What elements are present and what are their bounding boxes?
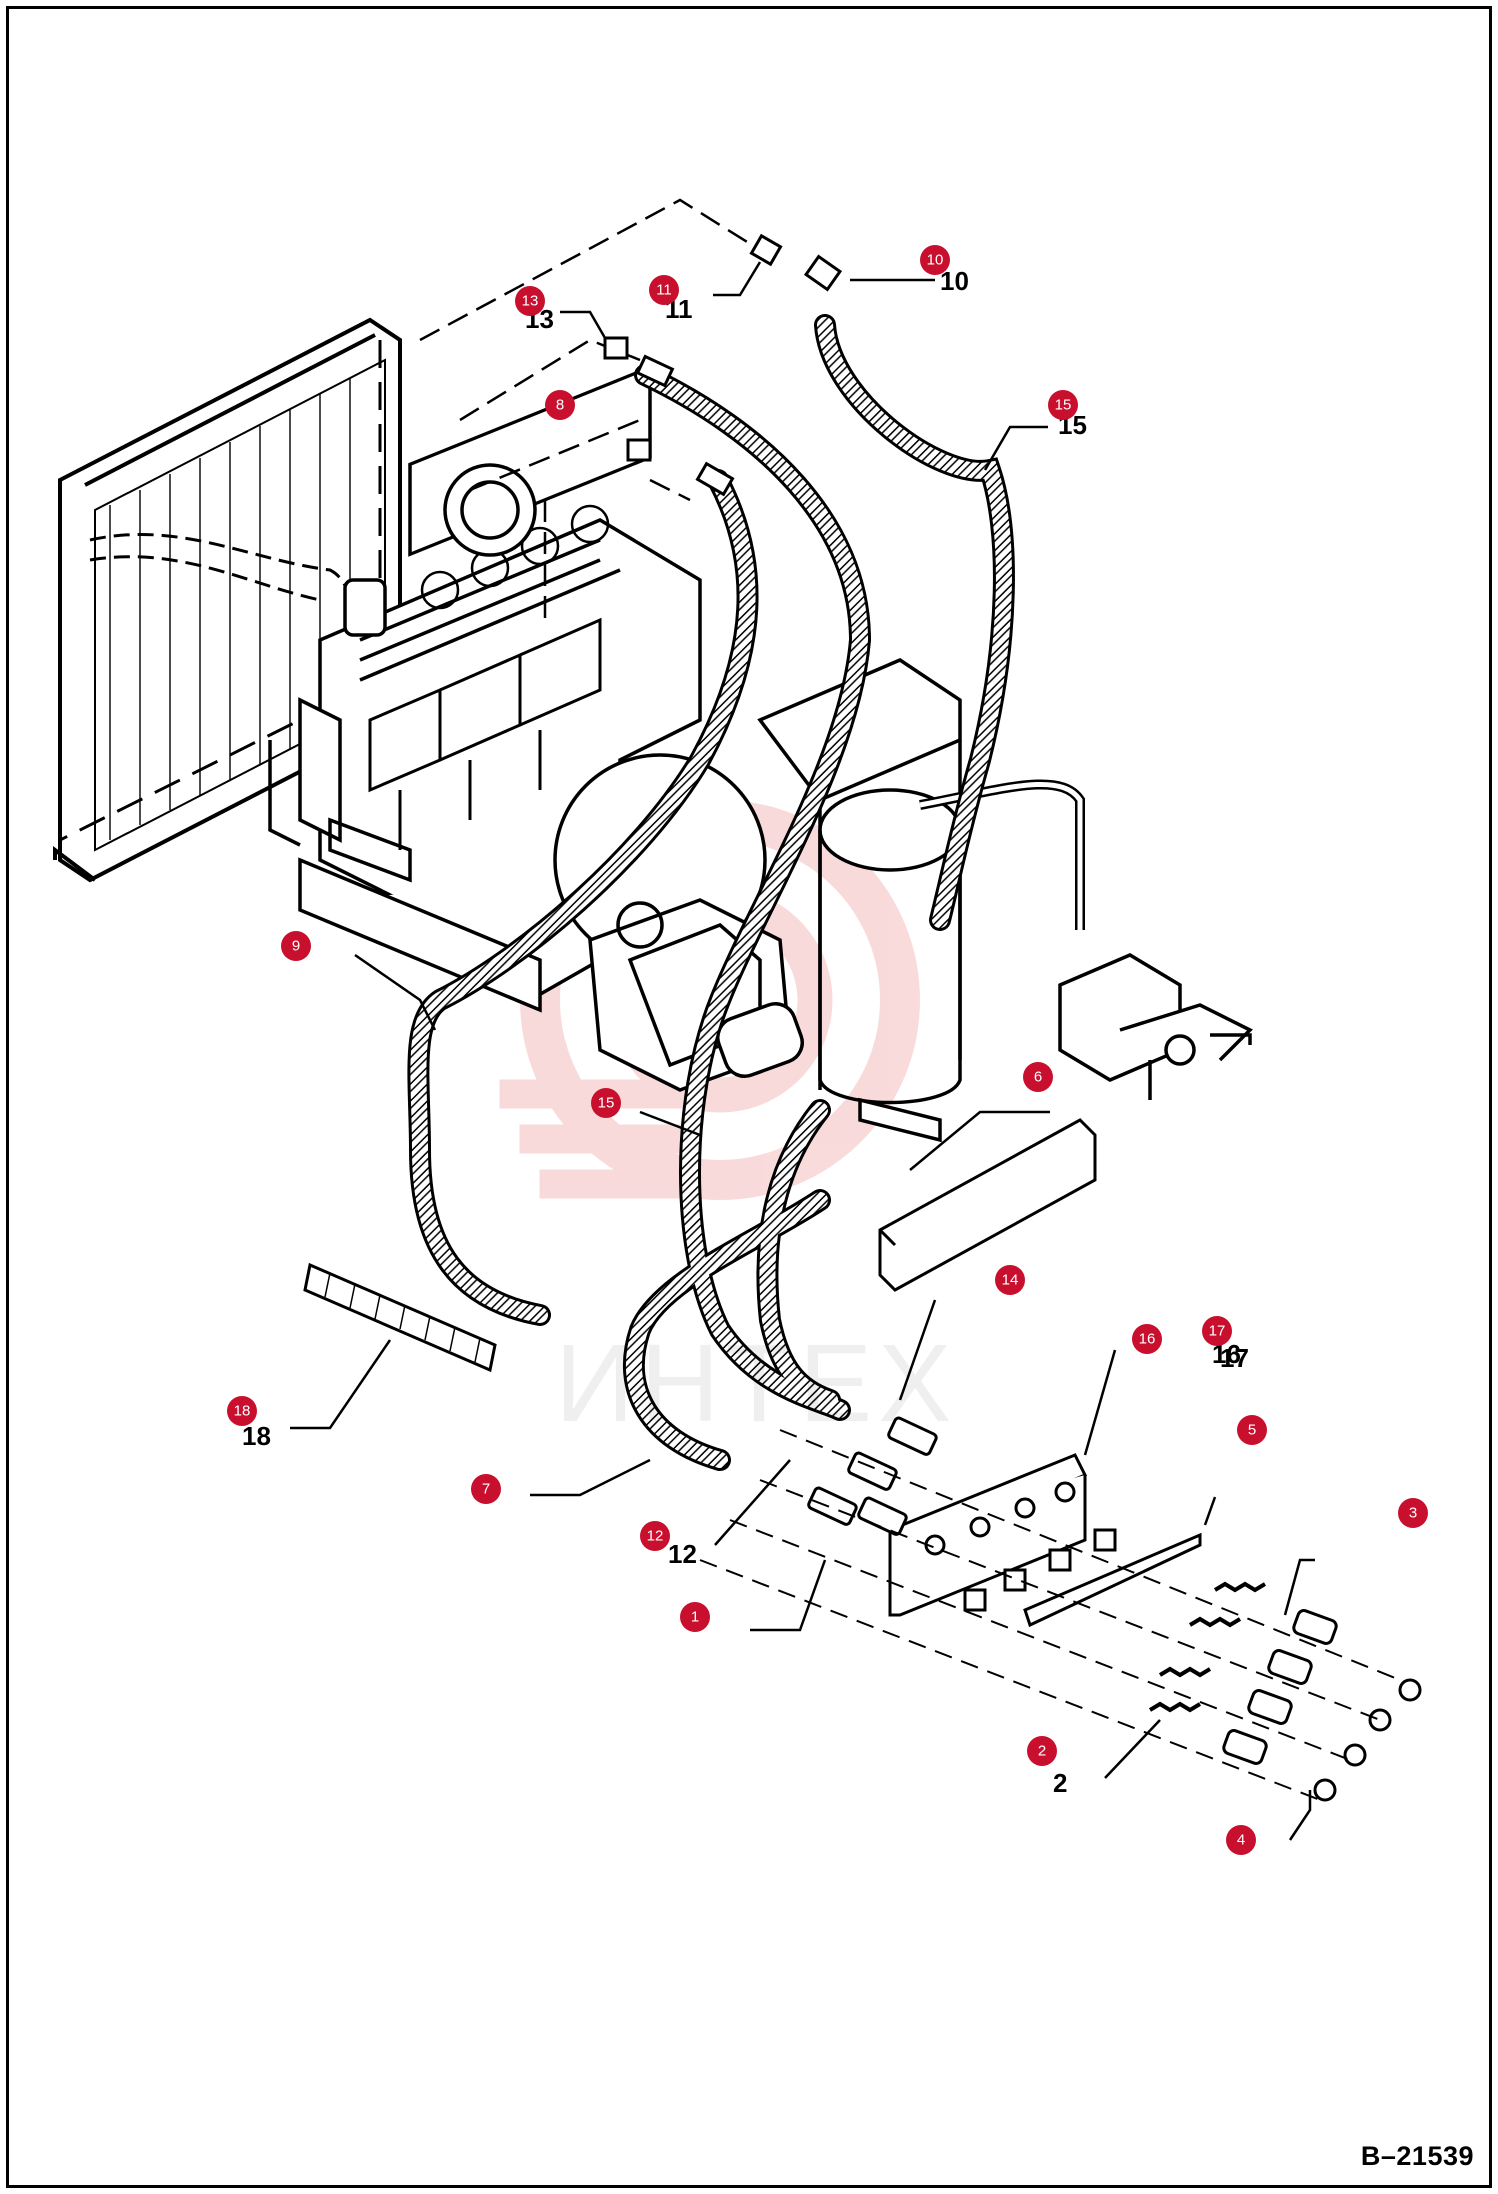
callout-5[interactable]: 5 bbox=[1237, 1415, 1267, 1445]
callout-10[interactable]: 10 bbox=[920, 245, 950, 275]
callout-3[interactable]: 3 bbox=[1398, 1498, 1428, 1528]
watermark-text: ИНТЕХ bbox=[555, 1322, 958, 1445]
couplers-3 bbox=[1222, 1609, 1338, 1765]
callout-9[interactable]: 9 bbox=[281, 931, 311, 961]
callout-9-label: 9 bbox=[292, 938, 300, 955]
callout-1-label: 1 bbox=[691, 1609, 699, 1626]
leader-dashes bbox=[419, 198, 761, 620]
callout-1[interactable]: 1 bbox=[680, 1602, 710, 1632]
callout-7-label: 7 bbox=[482, 1481, 490, 1498]
callout-12-label: 12 bbox=[647, 1528, 664, 1545]
callout-leaders bbox=[290, 261, 1315, 1841]
bulkhead-plate bbox=[888, 1453, 1088, 1617]
callout-15a[interactable]: 15 bbox=[1048, 390, 1078, 420]
printed-part-number: 12 bbox=[668, 1539, 697, 1569]
figure-id: B–21539 bbox=[1360, 2141, 1474, 2171]
callout-2[interactable]: 2 bbox=[1027, 1736, 1057, 1766]
callout-13-label: 13 bbox=[522, 293, 539, 310]
braided-hoses bbox=[418, 314, 1004, 1471]
callout-10-label: 10 bbox=[927, 252, 944, 269]
upper-radiator-hose bbox=[89, 532, 354, 641]
callout-16[interactable]: 16 bbox=[1132, 1324, 1162, 1354]
callout-8[interactable]: 8 bbox=[545, 390, 575, 420]
callout-8-label: 8 bbox=[556, 397, 564, 414]
decal-18 bbox=[303, 1262, 497, 1373]
callout-4-label: 4 bbox=[1237, 1832, 1245, 1849]
control-valve bbox=[1058, 953, 1253, 1100]
callout-3-label: 3 bbox=[1409, 1505, 1417, 1522]
printed-part-number: 18 bbox=[242, 1421, 271, 1451]
reservoir-bracket bbox=[878, 1118, 1097, 1292]
callout-14-label: 14 bbox=[1002, 1272, 1019, 1289]
plate-5 bbox=[1023, 1532, 1202, 1628]
nuts-row bbox=[963, 1528, 1117, 1612]
callout-11-label: 11 bbox=[656, 282, 672, 299]
callout-7[interactable]: 7 bbox=[471, 1474, 501, 1504]
callout-12[interactable]: 12 bbox=[640, 1521, 670, 1551]
printed-part-number: 17 bbox=[1220, 1343, 1249, 1373]
callout-11[interactable]: 11 bbox=[649, 275, 679, 305]
top-fittings bbox=[603, 233, 843, 497]
printed-part-number: 2 bbox=[1053, 1768, 1067, 1798]
drawing-frame bbox=[6, 6, 1492, 2188]
callout-15a-label: 15 bbox=[1055, 397, 1072, 414]
callout-16-label: 16 bbox=[1139, 1331, 1156, 1348]
callout-15b-label: 15 bbox=[598, 1095, 615, 1112]
callout-5-label: 5 bbox=[1248, 1422, 1256, 1439]
callout-14[interactable]: 14 bbox=[995, 1265, 1025, 1295]
callout-18-label: 18 bbox=[234, 1403, 251, 1420]
callout-15b[interactable]: 15 bbox=[591, 1088, 621, 1118]
callout-17-label: 17 bbox=[1209, 1323, 1226, 1340]
callout-6-label: 6 bbox=[1034, 1069, 1042, 1086]
caps-4 bbox=[1313, 1678, 1422, 1802]
callout-18[interactable]: 18 bbox=[227, 1396, 257, 1426]
callout-4[interactable]: 4 bbox=[1226, 1825, 1256, 1855]
callout-6[interactable]: 6 bbox=[1023, 1062, 1053, 1092]
callout-13[interactable]: 13 bbox=[515, 286, 545, 316]
callout-2-label: 2 bbox=[1038, 1743, 1046, 1760]
callout-17[interactable]: 17 bbox=[1202, 1316, 1232, 1346]
radiator bbox=[53, 317, 402, 883]
springs-2 bbox=[1148, 1581, 1267, 1713]
